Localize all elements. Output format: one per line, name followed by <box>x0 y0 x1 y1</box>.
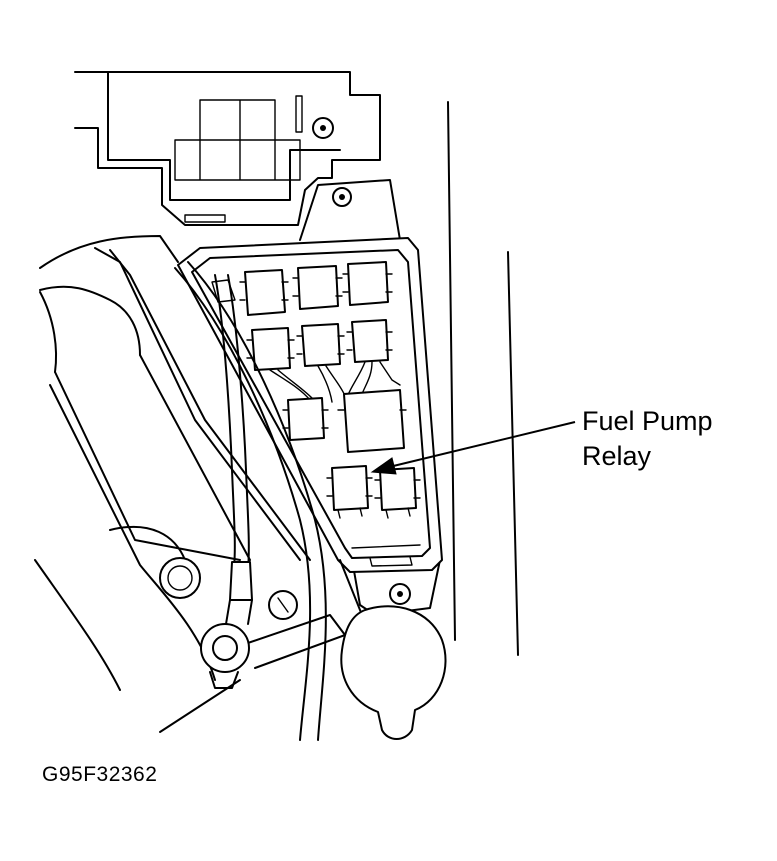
fuel-pump-relay <box>331 465 369 511</box>
round-canister <box>340 605 447 740</box>
relay-lower-group <box>282 389 421 519</box>
relay-middle-row <box>246 319 393 371</box>
callout-arrow <box>370 421 576 475</box>
upper-fuse-panel <box>74 71 381 226</box>
long-wires <box>174 261 363 741</box>
callout-label-line2: Relay <box>582 441 652 471</box>
figure-id: G95F32362 <box>42 763 158 786</box>
body-panel-lines <box>447 101 519 656</box>
relay-box-bracket <box>299 179 441 616</box>
relay-top-row <box>211 261 393 316</box>
ground-cable <box>159 274 253 733</box>
callout-label-line1: Fuel Pump <box>582 406 713 436</box>
